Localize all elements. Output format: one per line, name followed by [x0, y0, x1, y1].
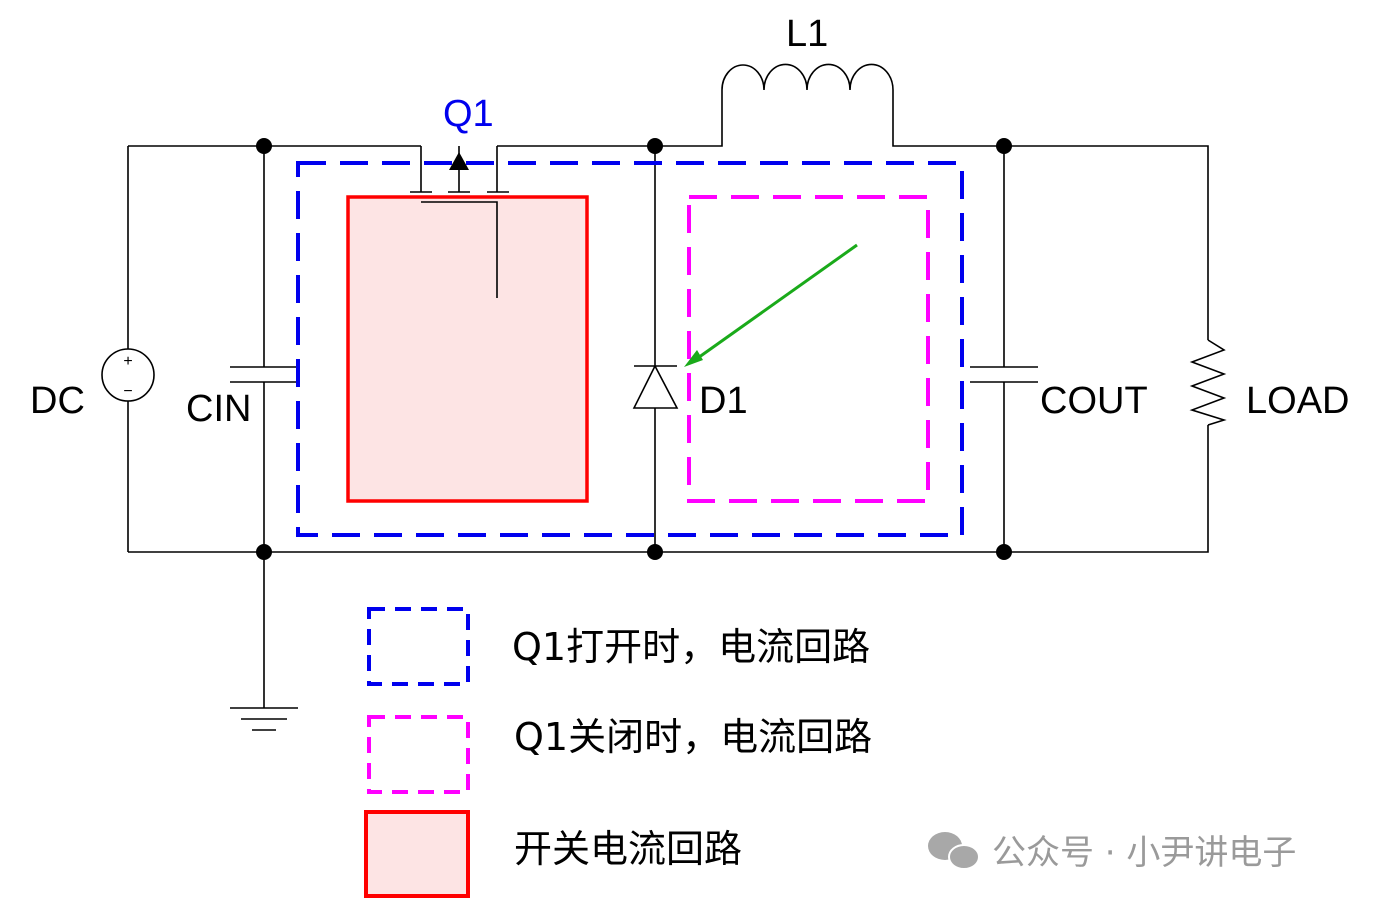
dc-plus: +	[123, 353, 132, 370]
dc-minus: −	[123, 383, 132, 400]
legend-swatch-q1-on	[367, 607, 470, 686]
label-l1: L1	[786, 13, 828, 55]
label-cout: COUT	[1040, 380, 1148, 422]
dc-source-icon	[101, 348, 155, 402]
q1-off-current-loop	[687, 195, 930, 503]
legend-label-switch: 开关电流回路	[514, 827, 742, 871]
wechat-icon	[928, 832, 980, 870]
label-dc: DC	[30, 380, 85, 422]
label-q1: Q1	[443, 93, 494, 135]
legend-swatch-q1-off	[367, 715, 470, 794]
label-cin: CIN	[186, 388, 251, 430]
legend-label-q1-on: Q1打开时，电流回路	[512, 625, 870, 669]
watermark: 公众号 · 小尹讲电子	[992, 833, 1296, 873]
label-d1: D1	[699, 380, 748, 422]
junctions	[256, 138, 1012, 560]
label-load: LOAD	[1246, 380, 1349, 422]
wires	[127, 63, 1227, 731]
legend-label-q1-off: Q1关闭时，电流回路	[514, 715, 872, 759]
current-arrow-icon	[684, 243, 858, 367]
legend-swatch-switch	[364, 810, 470, 898]
switch-current-loop	[346, 195, 589, 503]
q1-on-current-loop	[296, 161, 964, 537]
body-diode-icon	[449, 152, 469, 170]
